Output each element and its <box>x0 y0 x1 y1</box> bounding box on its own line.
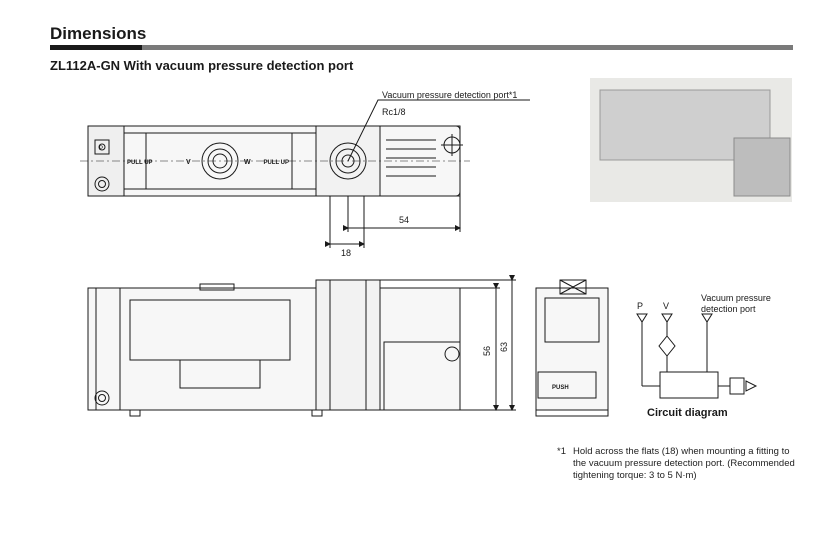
push-label: PUSH <box>552 385 569 391</box>
footnote-mark: *1 <box>557 446 566 457</box>
dim-height-63: 63 <box>499 342 509 352</box>
circuit-diagram <box>636 313 758 399</box>
symbol-v: V <box>186 159 191 166</box>
footnote-text: Hold across the flats (18) when mounting… <box>573 446 795 481</box>
product-photo <box>590 78 792 202</box>
pull-up-left: PULL UP <box>127 160 153 166</box>
circuit-port-p: P <box>637 301 643 311</box>
title-rule <box>50 45 793 50</box>
callout-vacuum-port: Vacuum pressure detection port*1 <box>382 90 517 100</box>
pull-up-right: PULL UP <box>263 160 289 166</box>
circuit-port-label-1: Vacuum pressure <box>701 293 771 303</box>
symbol-w: W <box>244 159 251 166</box>
callout-thread: Rc1/8 <box>382 107 406 117</box>
symbol-p: P <box>99 146 103 152</box>
dim-height-56: 56 <box>482 346 492 356</box>
footnote: *1 Hold across the flats (18) when mount… <box>557 446 797 482</box>
circuit-caption: Circuit diagram <box>647 407 728 419</box>
dim-flats-18: 18 <box>341 248 351 258</box>
page-subtitle: ZL112A-GN With vacuum pressure detection… <box>50 58 354 73</box>
top-view <box>80 99 530 248</box>
circuit-port-v: V <box>663 301 669 311</box>
dim-width-54: 54 <box>399 215 409 225</box>
circuit-port-label-2: detection port <box>701 304 756 314</box>
page-title: Dimensions <box>50 24 147 43</box>
front-view <box>87 275 516 417</box>
side-view <box>535 279 609 417</box>
